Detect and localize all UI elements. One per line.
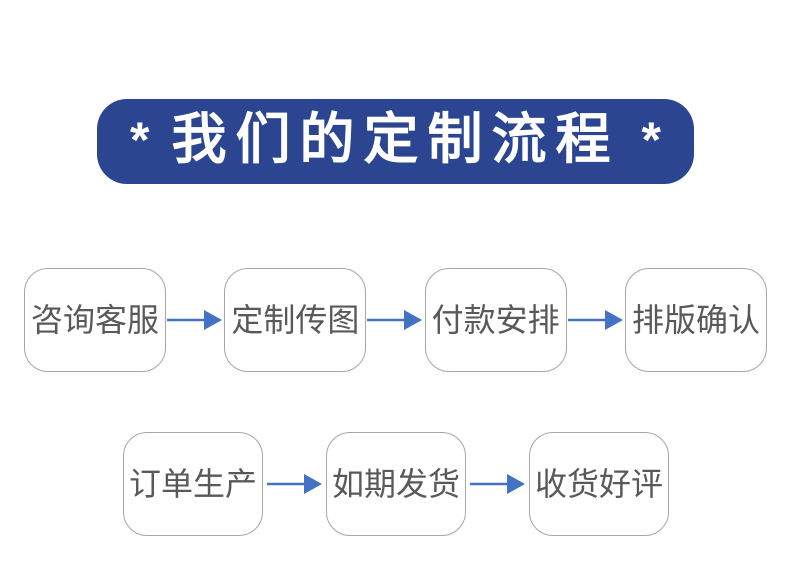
star-decoration-left: * <box>130 111 150 168</box>
step-box-layout-confirm: 排版确认 <box>624 268 767 372</box>
step-label: 如期发货 <box>331 466 460 502</box>
step-box-on-time-shipping: 如期发货 <box>326 432 466 536</box>
arrow-right-icon <box>466 471 529 497</box>
step-box-receive-review: 收货好评 <box>529 432 669 536</box>
arrow-right-icon <box>166 307 224 333</box>
step-label: 咨询客服 <box>30 302 159 338</box>
step-box-custom-upload: 定制传图 <box>224 268 367 372</box>
arrow-right-icon <box>567 307 625 333</box>
process-flow-row-1: 咨询客服 定制传图 付款安排 排版确认 <box>24 268 767 372</box>
step-label: 付款安排 <box>431 302 560 338</box>
section-title: 我们的定制流程 <box>171 108 620 170</box>
arrow-right-icon <box>366 307 424 333</box>
step-label: 收货好评 <box>534 466 663 502</box>
step-box-payment-arrange: 付款安排 <box>424 268 567 372</box>
process-flow-row-2: 订单生产 如期发货 收货好评 <box>123 432 669 536</box>
step-box-consult-service: 咨询客服 <box>24 268 166 372</box>
step-label: 订单生产 <box>128 466 257 502</box>
star-decoration-right: * <box>641 111 661 168</box>
step-box-order-production: 订单生产 <box>123 432 263 536</box>
step-label: 定制传图 <box>231 302 360 338</box>
arrow-right-icon <box>263 471 326 497</box>
step-label: 排版确认 <box>631 302 760 338</box>
section-title-banner: * 我们的定制流程 * <box>97 99 694 184</box>
